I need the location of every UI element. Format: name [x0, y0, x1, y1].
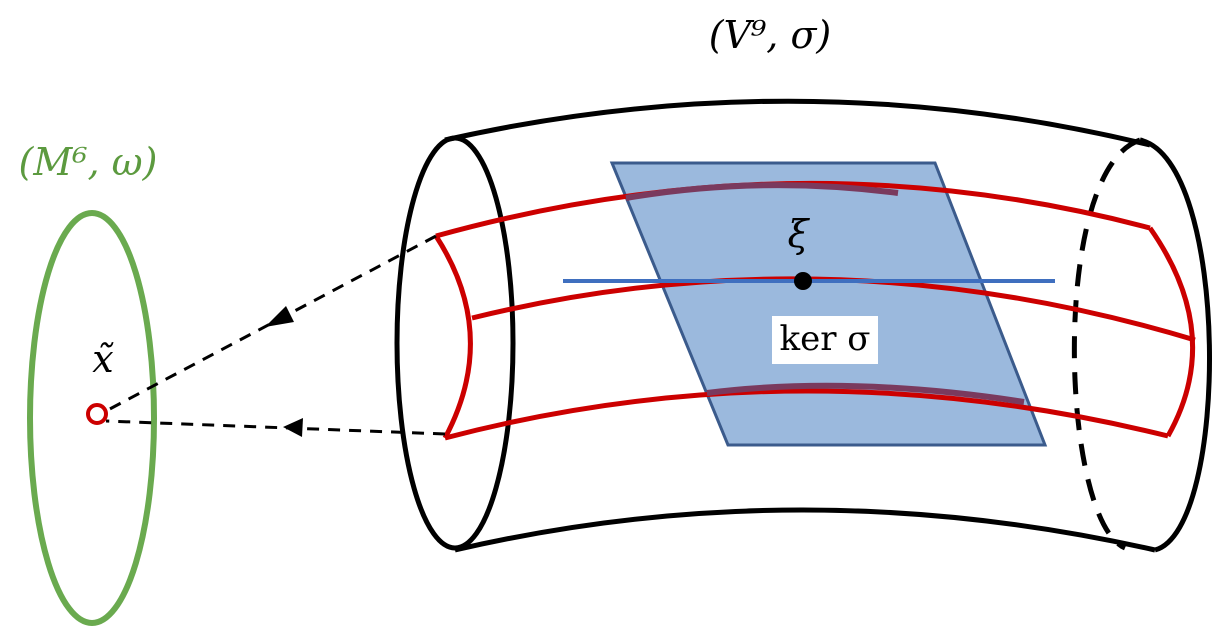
leaf-bottom — [444, 388, 1169, 441]
kernel-plane — [609, 161, 1048, 447]
cylinder-right-end-visible — [1139, 137, 1212, 553]
leaf-plane-intersections — [625, 182, 1025, 405]
cylinder-left-end — [394, 135, 516, 551]
cylinder — [394, 98, 1212, 553]
kernel-label-background — [772, 316, 878, 364]
cylinder-top-edge — [444, 98, 1151, 148]
kernel-label: ker σ — [780, 319, 871, 359]
arrowhead-lower — [283, 418, 303, 437]
leaf-left-cap — [433, 234, 473, 440]
projection-line-lower — [105, 419, 446, 436]
base-manifold-label: (M⁶, ω) — [19, 140, 158, 184]
cylinder-bottom-edge — [454, 507, 1156, 553]
reeb-vector-label: ξ — [788, 212, 811, 256]
base-point-marker — [86, 403, 108, 425]
projection-arrows — [105, 234, 446, 437]
leaf-plane-intersection-bottom — [706, 382, 1025, 405]
leaf-plane-intersection-top — [625, 182, 899, 201]
reeb-point — [794, 272, 812, 290]
cylinder-right-end-hidden — [1071, 137, 1141, 551]
base-manifold-ellipse — [27, 210, 157, 626]
leaf-right-cap — [1147, 226, 1196, 438]
total-space-label: (V⁹, σ) — [709, 13, 831, 57]
base-point-label: x̃ — [92, 337, 113, 381]
arrowhead-upper — [265, 306, 294, 327]
